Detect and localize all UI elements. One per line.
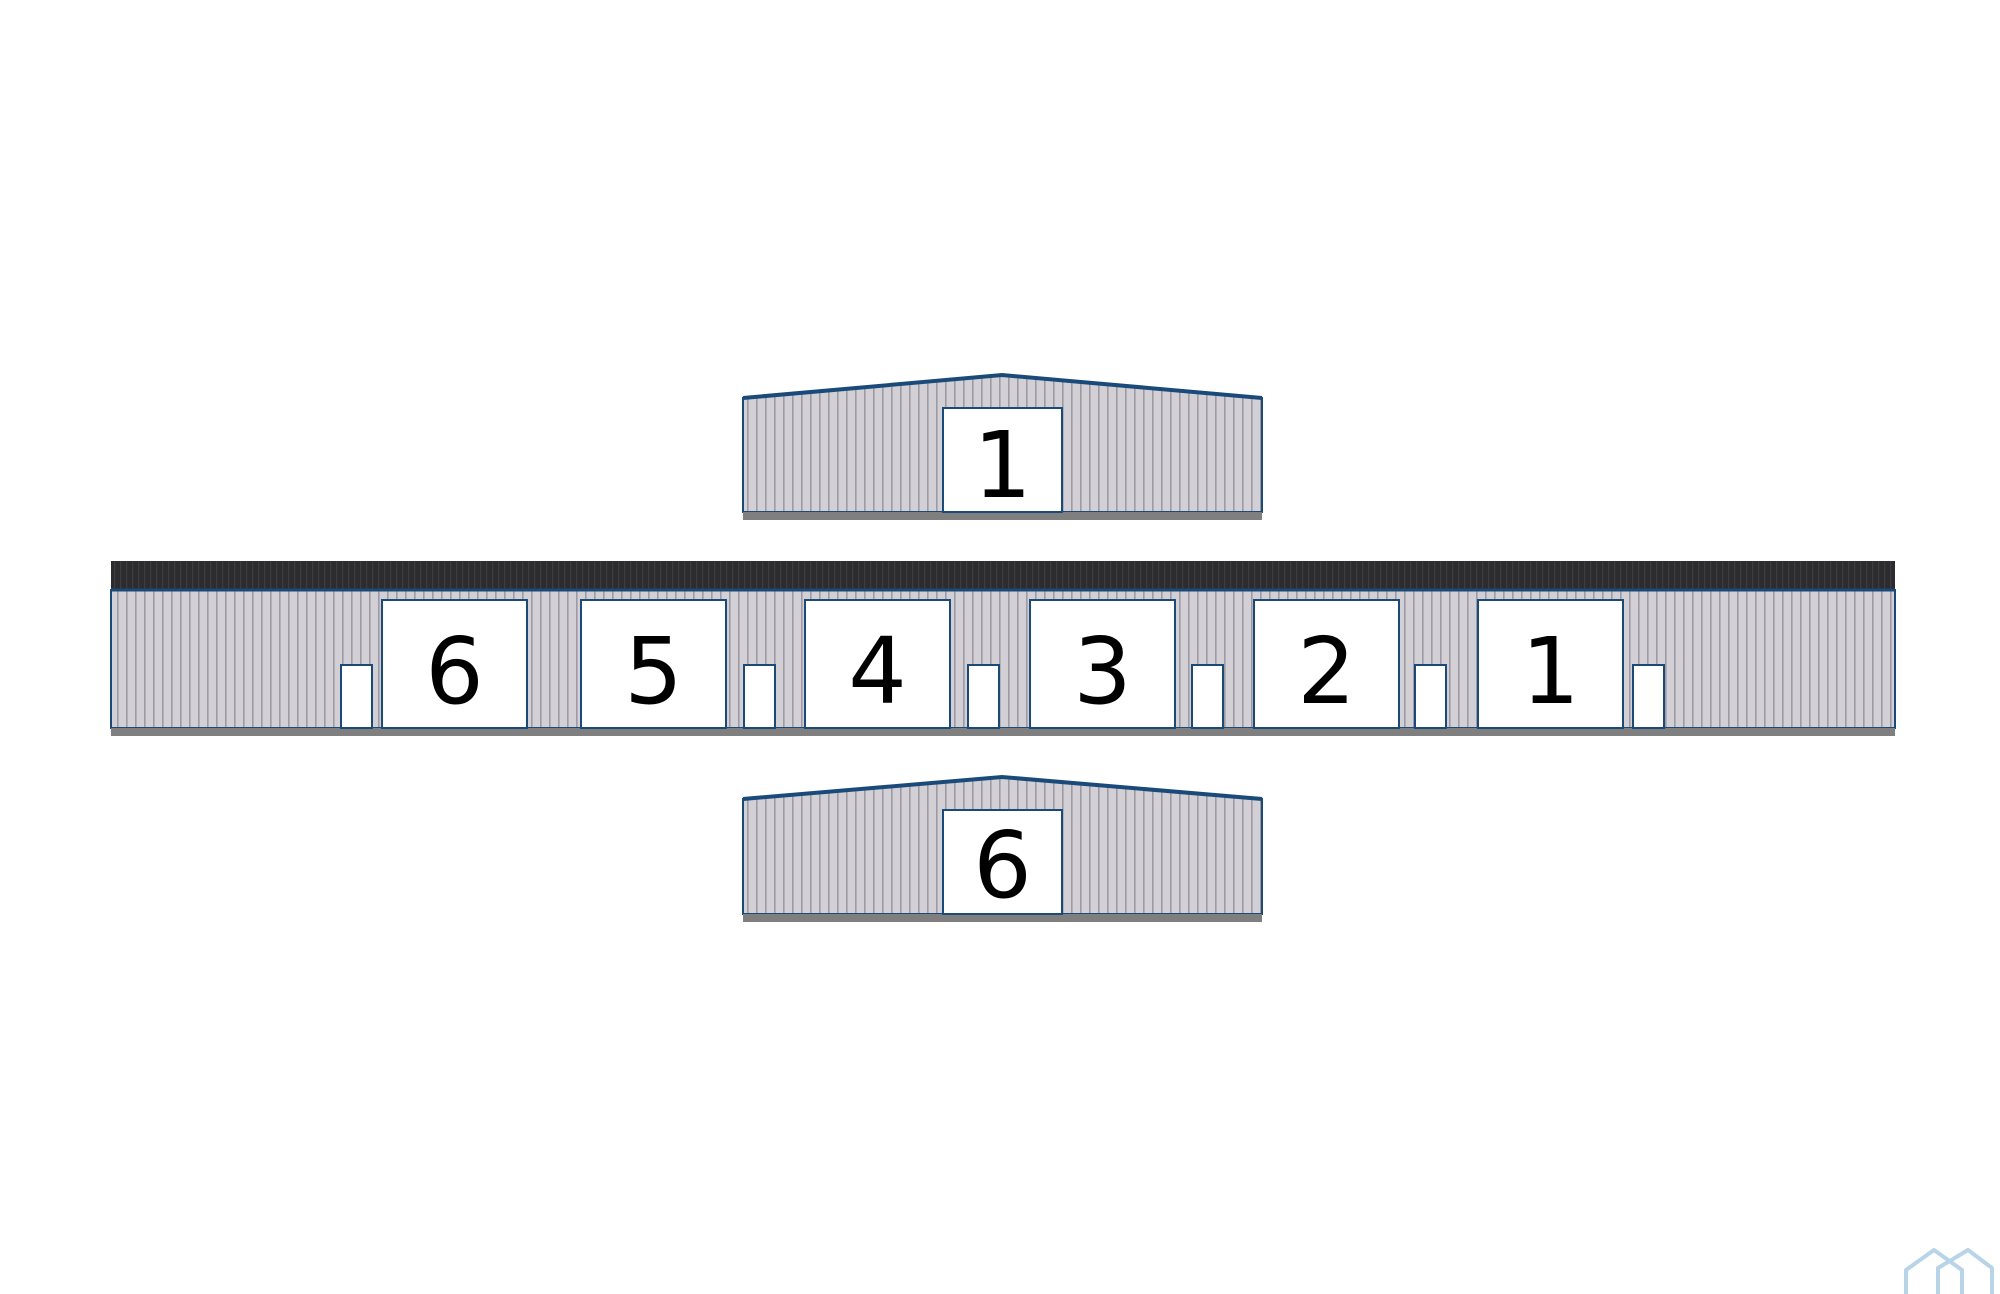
end-wall-top-overhead-door [942,407,1063,513]
overhead-door [1477,599,1624,729]
overhead-door [804,599,951,729]
side-elevation: 6 5 4 3 2 1 [110,561,1896,736]
overhead-door-label: 1 [1521,618,1580,725]
walk-door [340,664,373,729]
end-wall-bottom-overhead-door [942,809,1063,915]
walk-door [1414,664,1447,729]
overhead-door-label: 3 [1073,618,1132,725]
overhead-door [1253,599,1400,729]
overhead-door [1029,599,1176,729]
end-elevation-top: 1 [742,372,1263,520]
overhead-door [381,599,528,729]
end-wall-bottom-base [743,914,1262,922]
side-wall-doors: 6 5 4 3 2 1 [340,599,1665,729]
walk-door [743,664,776,729]
overhead-door-label: 2 [1297,618,1356,725]
overhead-door-label: 4 [848,618,907,725]
end-wall-bottom-door-label: 6 [973,812,1032,919]
end-wall-top-roof-trim [742,372,1263,400]
house-outline-icon [1904,1248,1994,1294]
side-wall-base [111,728,1895,736]
walk-door [967,664,1000,729]
end-wall-bottom-roof-trim [742,774,1263,801]
overhead-door [580,599,727,729]
end-elevation-bottom: 6 [742,774,1263,922]
walk-door [1632,664,1665,729]
overhead-door-label: 5 [624,618,683,725]
end-wall-top-door-label: 1 [973,412,1032,519]
overhead-door-label: 6 [425,618,484,725]
side-wall-roof [111,561,1895,590]
side-wall-panel [110,589,1896,729]
walk-door [1191,664,1224,729]
end-wall-top-base [743,512,1262,520]
